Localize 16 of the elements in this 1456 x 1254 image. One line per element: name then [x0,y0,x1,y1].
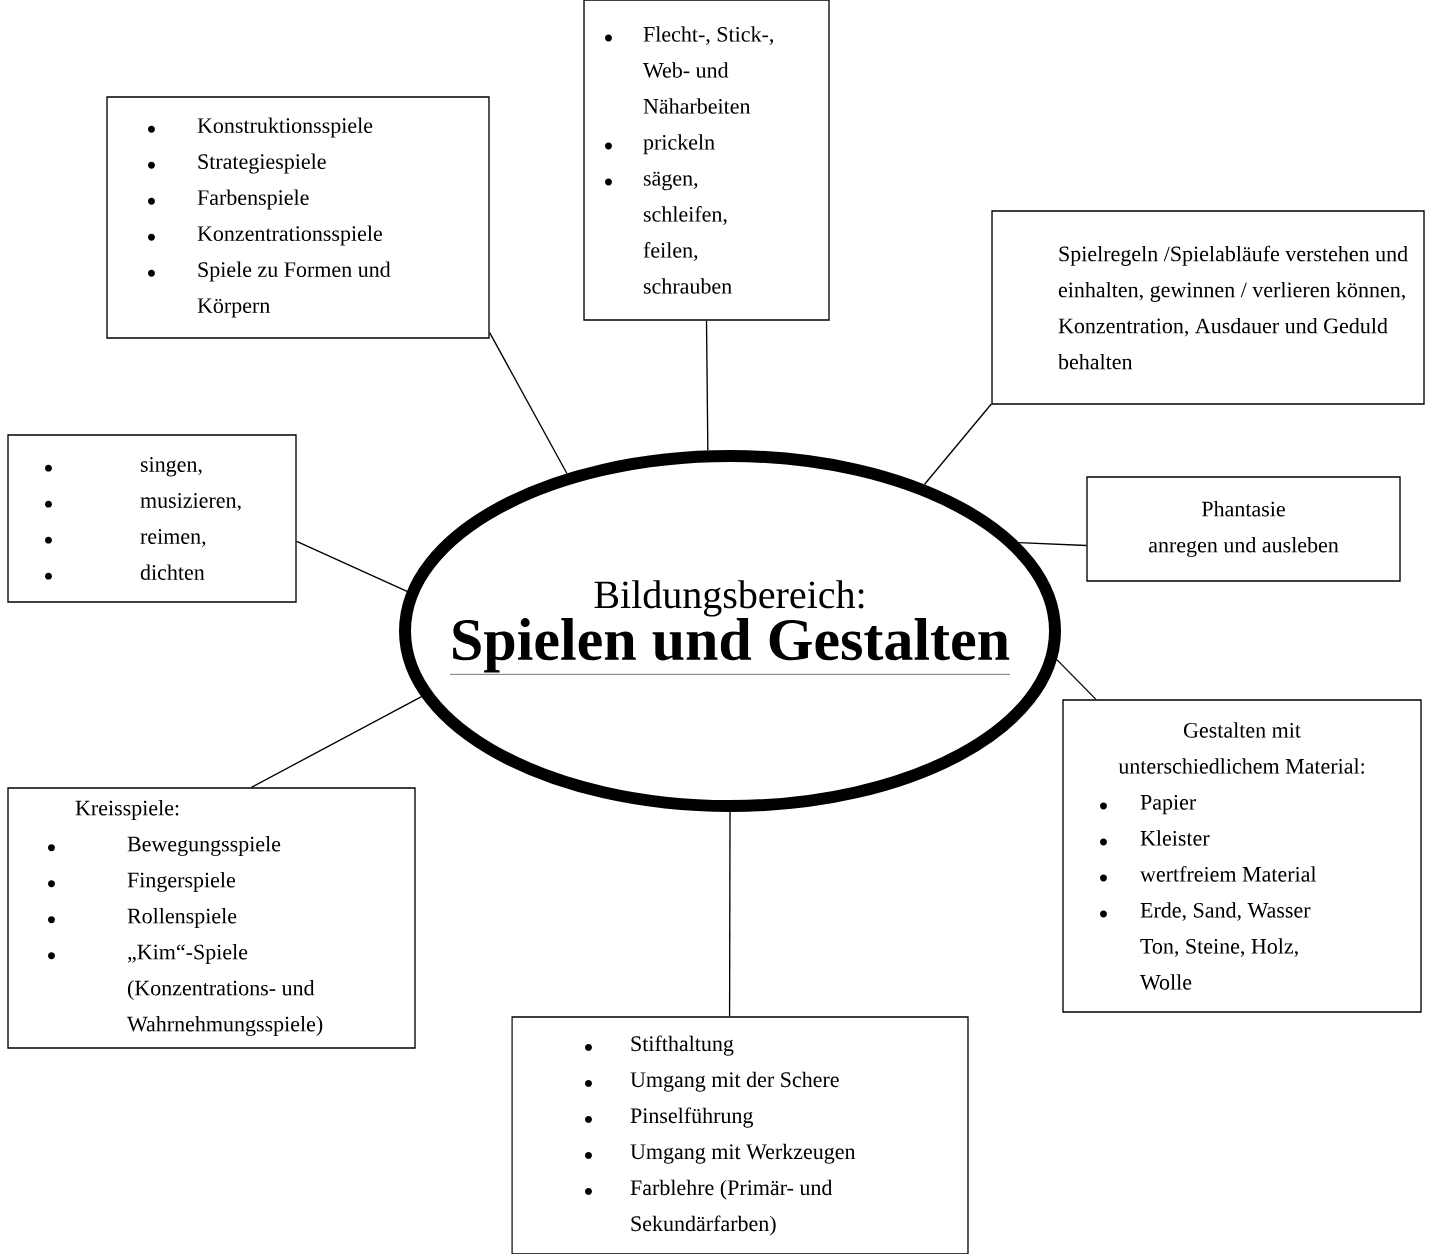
connector-line [489,332,568,475]
connector-line [1018,542,1087,547]
text-box: Stifthaltung Umgang mit der Schere Pinselführung Umgang mit Werkzeugen Farblehre (Primär- und Sekundärfarben) [511,1016,969,1254]
text-box: Gestalten mit unterschiedlichem Material: Papier Kleister wertfreiem Material Erde, Sand, Wasser Ton, Steine, Holz, Wolle [1062,699,1422,1013]
connector-line [705,320,709,452]
text-box: Spielregeln /Spielabläufe verstehen und einhalten, gewinnen / verlieren können, Konzentration, Ausdauer und Geduld behalten [991,210,1425,405]
text-box: Konstruktionsspiele Strategiespiele Farbenspiele Konzentrationsspiele Spiele zu Formen und Körpern [106,96,490,339]
text-box: Flecht-, Stick-, Web- und Näharbeiten prickeln sägen, schleifen, feilen, schrauben [583,0,830,321]
connector-line [923,403,992,486]
connector-line [250,695,423,788]
text-box: singen, musizieren, reimen, dichten [7,434,297,603]
text-box: Phantasie anregen und ausleben [1086,476,1401,582]
text-box: Kreisspiele: Bewegungsspiele Fingerspiele Rollenspiele „Kim“-Spiele (Konzentrations- und Wahrnehmungsspiele) [7,787,416,1049]
connector-line [728,811,731,1017]
connector-line [296,540,408,593]
connector-line [1056,658,1097,700]
